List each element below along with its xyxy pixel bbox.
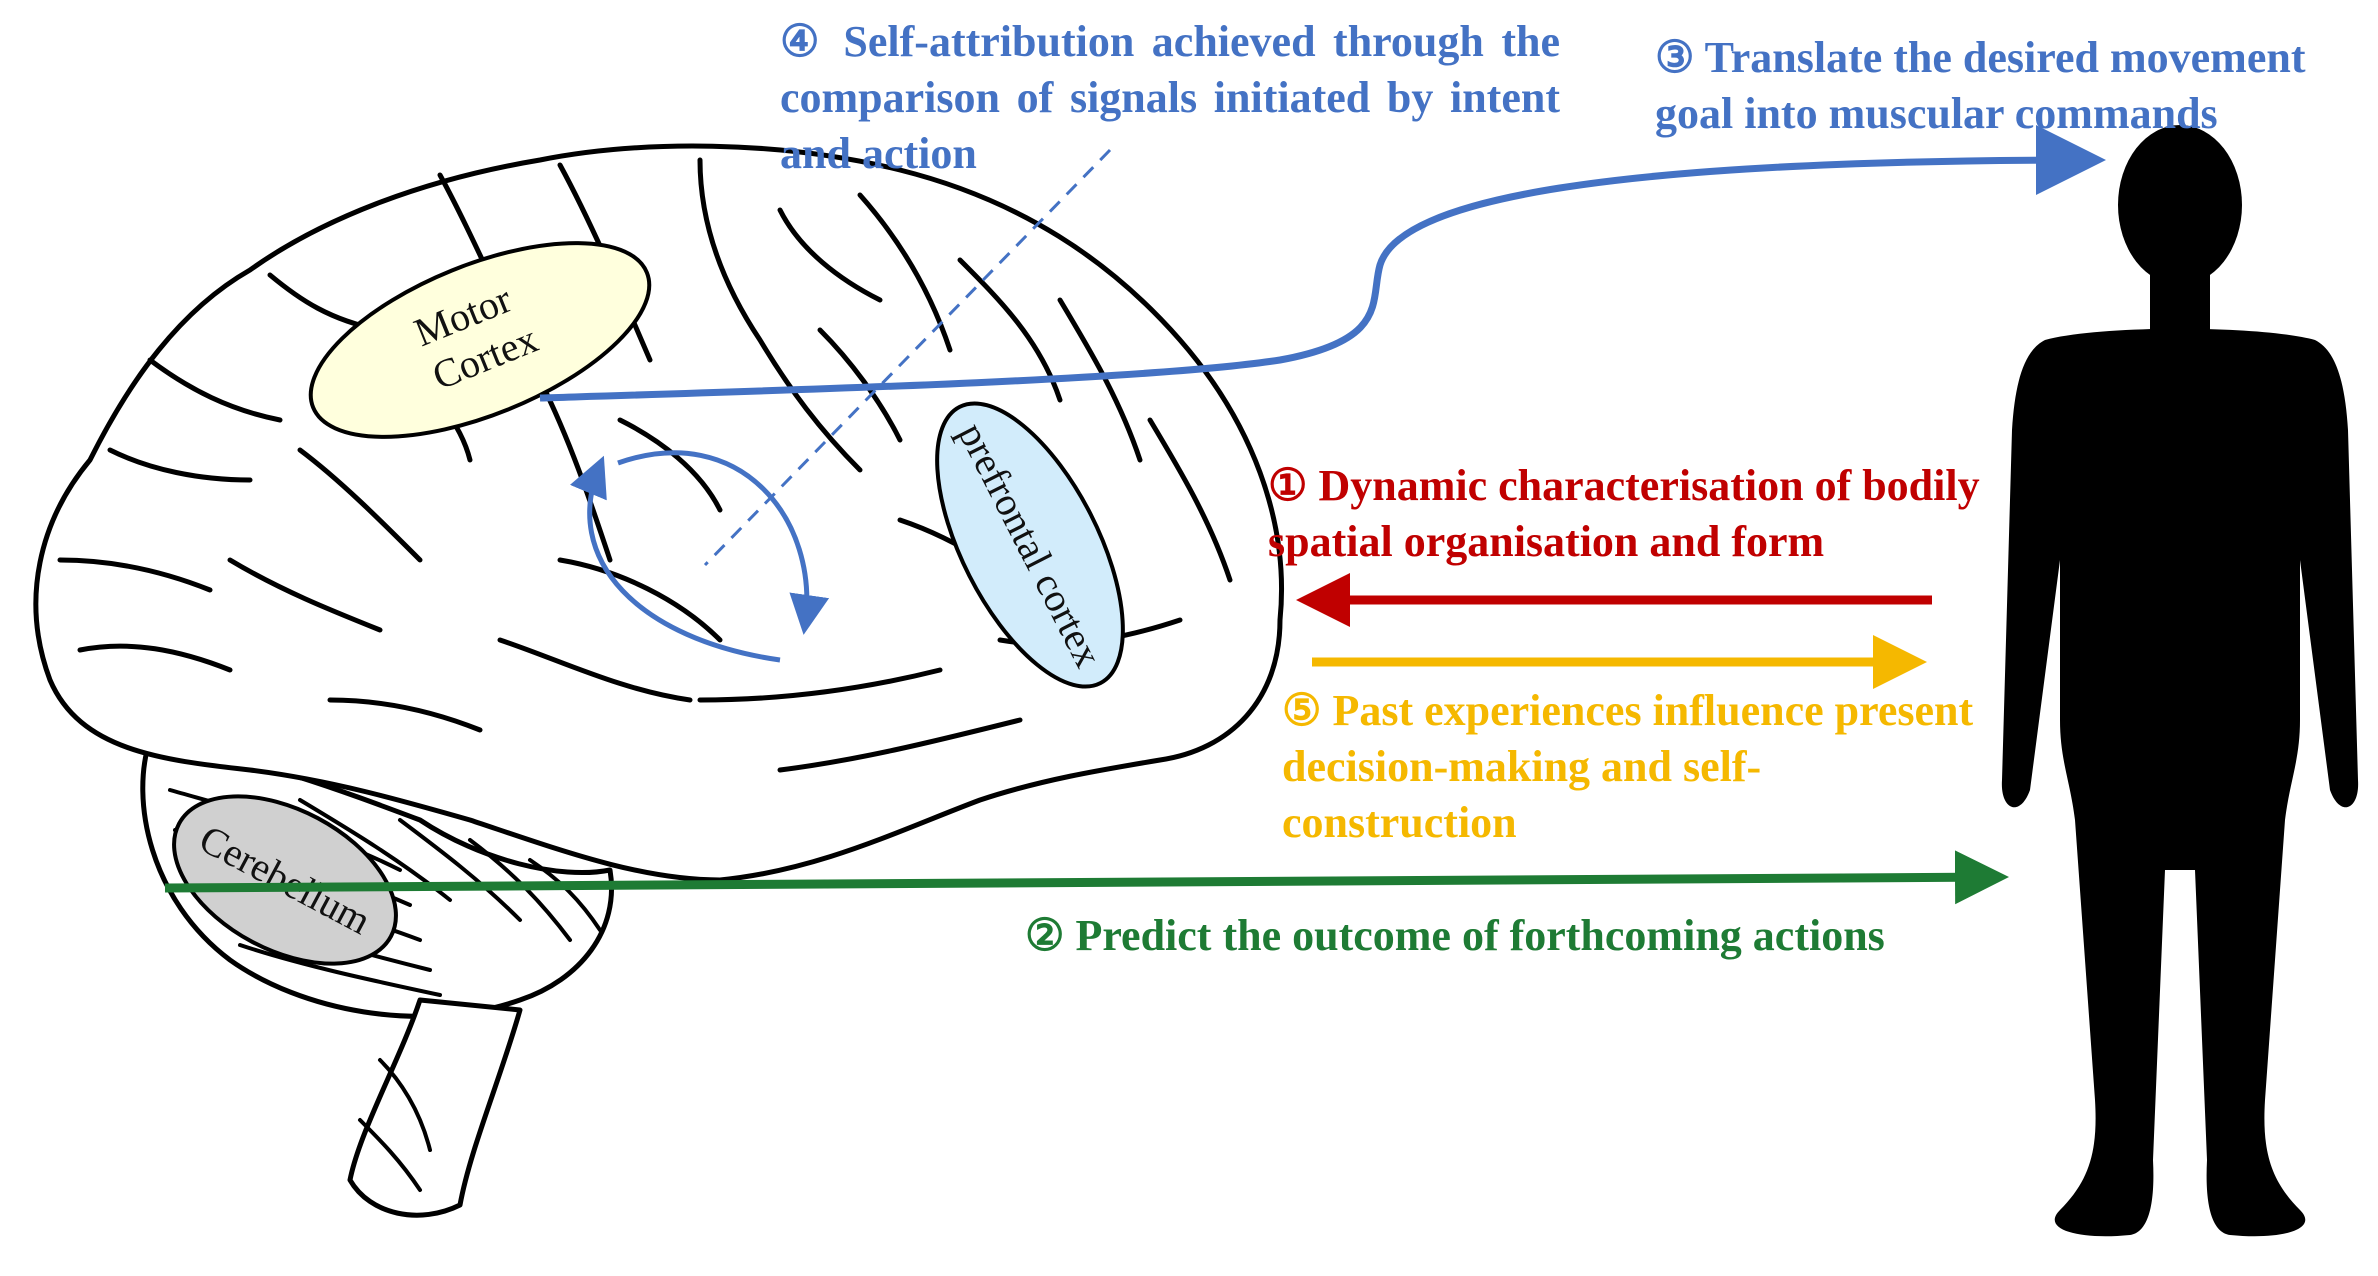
arrow-2-cerebellum-to-body	[164, 850, 2009, 905]
motor-cortex-ellipse	[308, 241, 652, 439]
brainstem-outline	[347, 997, 523, 1218]
annotation-1-bodily-organisation: ① Dynamic characterisation of bodily spa…	[1268, 461, 1980, 566]
annotation-5-past-experiences: ⑤ Past experiences influence present dec…	[1282, 686, 1974, 847]
arrow-3-motor-to-body	[539, 125, 2106, 402]
loop-arc-left	[569, 455, 781, 663]
cerebellum-ellipse	[172, 794, 398, 966]
annotation-3-translate-goal: ③ Translate the desired movement goal in…	[1655, 33, 2306, 138]
motor-cortex-region: Motor Cortex	[308, 241, 652, 439]
cerebrum-outline	[33, 143, 1285, 883]
annotation-2-predict-outcome: ② Predict the outcome of forthcoming act…	[1025, 911, 1885, 960]
loop-arc-right	[617, 450, 830, 635]
annotation-4-self-attribution: ④ Self-attribution achieved through the …	[780, 17, 1560, 178]
prefrontal-cortex-ellipse	[935, 401, 1125, 689]
human-silhouette	[2001, 125, 2359, 1237]
cerebellum-region: Cerebellum	[172, 794, 398, 966]
